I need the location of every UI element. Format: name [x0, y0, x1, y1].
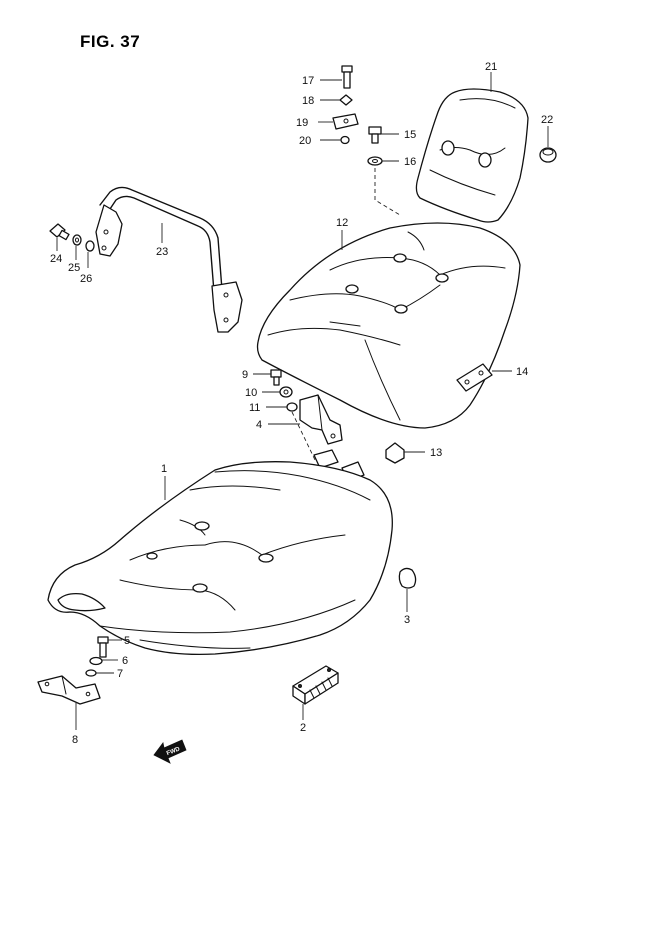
bolt-17: [341, 65, 353, 89]
collar-11: [286, 402, 298, 412]
passenger-seat: [256, 222, 521, 429]
bolt-24: [49, 223, 70, 241]
label-3: 3: [404, 614, 410, 626]
seat-bracket: [37, 675, 101, 705]
label-23: 23: [156, 246, 168, 258]
assembly-line-16: [374, 168, 401, 216]
grommet: [539, 147, 557, 163]
bolt-9: [270, 369, 282, 386]
label-13: 13: [430, 447, 442, 459]
assembly-line-4: [291, 411, 317, 463]
label-26: 26: [80, 273, 92, 285]
label-9: 9: [242, 369, 248, 381]
bracket-14: [456, 363, 493, 392]
nut-13: [385, 442, 405, 464]
label-21: 21: [485, 61, 497, 73]
label-20: 20: [299, 135, 311, 147]
fwd-label: FWD: [166, 746, 182, 757]
cushion-3: [398, 567, 417, 589]
rider-seat: [47, 461, 393, 656]
collar-7: [85, 669, 97, 677]
forward-arrow: FWD: [153, 739, 187, 764]
label-7: 7: [117, 668, 123, 680]
label-4: 4: [256, 419, 262, 431]
washer-25: [72, 234, 82, 246]
nut-18: [339, 94, 353, 106]
bracket-19: [332, 113, 359, 130]
label-18: 18: [302, 95, 314, 107]
label-8: 8: [72, 734, 78, 746]
label-12: 12: [336, 217, 348, 229]
label-25: 25: [68, 262, 80, 274]
bolt-5: [97, 636, 109, 658]
label-2: 2: [300, 722, 306, 734]
label-10: 10: [245, 387, 257, 399]
label-17: 17: [302, 75, 314, 87]
label-14: 14: [516, 366, 528, 378]
label-5: 5: [124, 635, 130, 647]
label-6: 6: [122, 655, 128, 667]
washer-16: [367, 156, 383, 166]
rubber-block: [292, 665, 339, 705]
figure-title: FIG. 37: [80, 32, 141, 51]
grab-rail: [95, 186, 243, 333]
label-11: 11: [249, 402, 260, 414]
washer-10: [279, 386, 293, 398]
label-22: 22: [541, 114, 553, 126]
washer-6: [89, 656, 103, 666]
backrest-pad: [415, 88, 529, 223]
label-1: 1: [161, 463, 167, 475]
label-16: 16: [404, 156, 416, 168]
collar-20: [340, 135, 350, 145]
label-19: 19: [296, 117, 308, 129]
collar-26: [85, 240, 95, 252]
bolt-15: [368, 126, 382, 144]
label-24: 24: [50, 253, 62, 265]
label-15: 15: [404, 129, 416, 141]
